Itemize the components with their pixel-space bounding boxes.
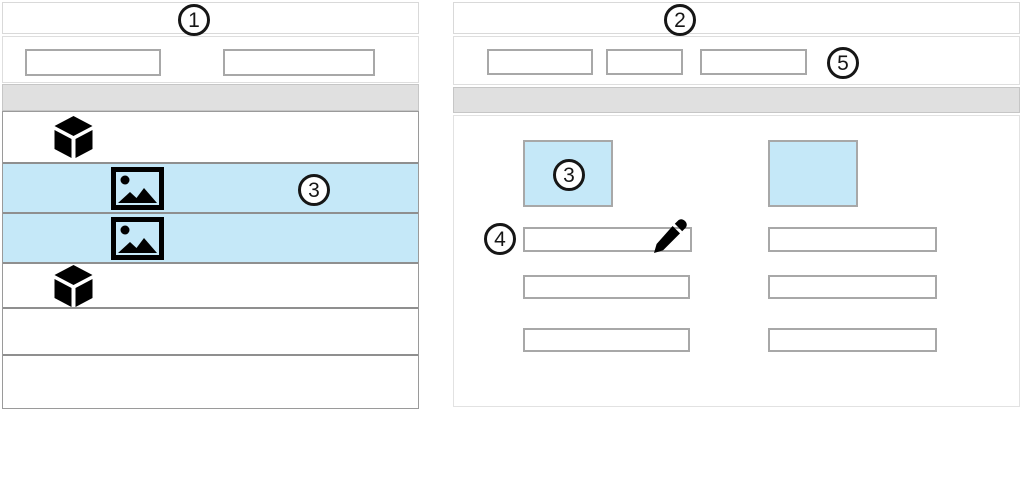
image-icon: [111, 166, 164, 210]
cube-icon: [51, 264, 96, 308]
left-panel-titlebar: [2, 2, 419, 34]
detail-field[interactable]: [768, 275, 937, 299]
left-item-list: [2, 111, 419, 409]
thumbnail-selected[interactable]: [523, 140, 613, 207]
detail-field[interactable]: [768, 227, 937, 252]
left-toolbar-field-1[interactable]: [25, 49, 161, 76]
detail-field[interactable]: [523, 275, 690, 299]
right-toolbar-field-2[interactable]: [606, 49, 683, 75]
callout-4: 4: [484, 223, 516, 255]
right-toolbar-field-1[interactable]: [487, 49, 593, 75]
cube-icon: [51, 115, 96, 159]
list-row-item[interactable]: [3, 264, 418, 309]
pencil-icon[interactable]: [651, 218, 689, 255]
list-row-empty[interactable]: [3, 356, 418, 408]
callout-1: 1: [178, 4, 210, 36]
detail-field[interactable]: [523, 328, 690, 352]
list-row-image-selected[interactable]: [3, 214, 418, 264]
detail-field[interactable]: [768, 328, 937, 352]
list-row-item[interactable]: [3, 112, 418, 164]
thumbnail-selected[interactable]: [768, 140, 858, 207]
right-toolbar-field-3[interactable]: [700, 49, 807, 75]
callout-2: 2: [664, 4, 696, 36]
right-column-header-bar: [453, 87, 1020, 113]
image-icon: [111, 216, 164, 260]
right-panel-titlebar: [453, 2, 1020, 34]
list-row-image-selected[interactable]: [3, 164, 418, 214]
callout-3: 3: [298, 174, 330, 206]
callout-3: 3: [553, 159, 585, 191]
left-toolbar-field-2[interactable]: [223, 49, 375, 76]
left-column-header-bar: [2, 84, 419, 111]
callout-5: 5: [827, 47, 859, 79]
list-row-empty[interactable]: [3, 309, 418, 356]
